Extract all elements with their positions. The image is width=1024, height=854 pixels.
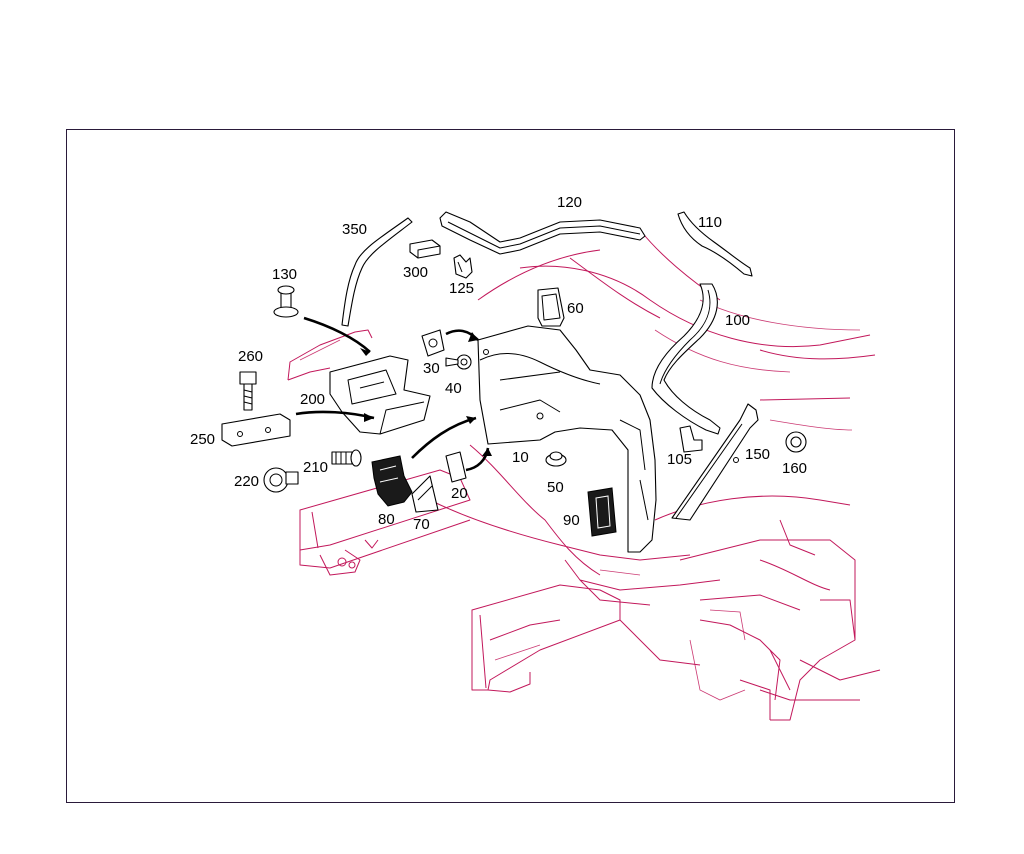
part-90-clip (587, 487, 617, 537)
label-105: 105 (667, 451, 692, 468)
diagram-frame (66, 129, 955, 803)
part-220-fastener (263, 467, 299, 493)
label-10: 10 (512, 449, 529, 466)
part-105-clip (679, 425, 703, 453)
part-10-fender-liner (477, 325, 657, 553)
label-210: 210 (303, 459, 328, 476)
label-160: 160 (782, 460, 807, 477)
label-125: 125 (449, 280, 474, 297)
part-30-clipnut (421, 329, 445, 357)
part-160-grommet (785, 431, 807, 453)
installation-arrows (295, 316, 492, 472)
arrow-130-to-200 (303, 316, 371, 353)
part-350-strip (341, 217, 413, 327)
label-130: 130 (272, 266, 297, 283)
label-90: 90 (563, 512, 580, 529)
part-60-bracket (537, 287, 565, 327)
part-260-bolt (239, 371, 257, 411)
label-80: 80 (378, 511, 395, 528)
label-100: 100 (725, 312, 750, 329)
label-110: 110 (698, 214, 722, 231)
part-70-bracket (411, 475, 439, 513)
part-40-screw (445, 354, 472, 370)
part-100-strip (651, 283, 721, 435)
part-20-tab (445, 451, 467, 483)
label-70: 70 (413, 516, 430, 533)
part-50-grommet (545, 451, 567, 467)
part-130-pushpin (273, 285, 299, 318)
label-250: 250 (190, 431, 215, 448)
label-150: 150 (745, 446, 770, 463)
label-350: 350 (342, 221, 367, 238)
part-110-strip (677, 211, 753, 277)
part-250-plate (221, 413, 291, 447)
part-80-bracket (371, 455, 413, 507)
label-120: 120 (557, 194, 582, 211)
part-125-clip (453, 254, 473, 279)
label-220: 220 (234, 473, 259, 490)
label-30: 30 (423, 360, 440, 377)
part-210-bolt (331, 449, 362, 467)
label-40: 40 (445, 380, 462, 397)
callout-labels: 350 300 120 125 110 130 60 100 260 30 40… (190, 194, 807, 533)
label-20: 20 (451, 485, 468, 502)
label-50: 50 (547, 479, 564, 496)
label-300: 300 (403, 264, 428, 281)
part-200-bracket (329, 355, 431, 435)
label-200: 200 (300, 391, 325, 408)
label-60: 60 (567, 300, 584, 317)
arrow-80-to-10 (411, 416, 477, 459)
label-260: 260 (238, 348, 263, 365)
